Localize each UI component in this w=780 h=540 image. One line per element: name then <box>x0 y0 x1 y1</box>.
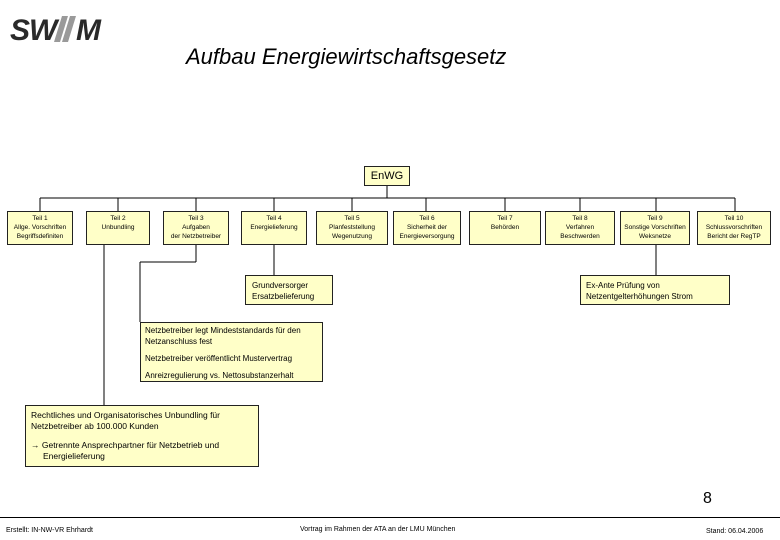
unbundling-line-3: → Getrennte Ansprechpartner für Netzbetr… <box>31 440 220 450</box>
enwg-root-node: EnWG <box>364 166 410 186</box>
page-number: 8 <box>703 490 712 507</box>
part-10-number: Teil 10 <box>724 215 744 222</box>
netzbetreiber-line-4: Anreizregulierung vs. Nettosubstanzerhal… <box>145 371 294 380</box>
page-title: Aufbau Energiewirtschaftsgesetz <box>186 44 507 69</box>
part-8-title: Verfahren <box>565 224 595 231</box>
grundversorger-line-1: Grundversorger <box>252 281 309 290</box>
svg-text:M: M <box>76 14 102 44</box>
part-4-node: Teil 4 Energielieferung <box>241 211 307 245</box>
part-9-number: Teil 9 <box>647 215 663 222</box>
part-2-node: Teil 2 Unbundling <box>86 211 150 245</box>
part-3-title: Aufgaben <box>182 224 210 231</box>
part-4-title: Energielieferung <box>250 224 298 231</box>
part-7-title: Behörden <box>490 224 520 231</box>
part-7-number: Teil 7 <box>497 215 513 222</box>
exante-note: Ex-Ante Prüfung von Netzentgelterhöhunge… <box>580 275 730 305</box>
part-8-node: Teil 8 Verfahren Beschwerden <box>545 211 615 245</box>
netzbetreiber-line-1: Netzbetreiber legt Mindeststandards für … <box>145 326 301 335</box>
footer-center: Vortrag im Rahmen der ATA an der LMU Mün… <box>300 526 456 533</box>
part-6-number: Teil 6 <box>419 215 435 222</box>
part-1-subtitle: Begriffsdefiniten <box>16 233 64 240</box>
part-5-title: Planfeststellung <box>329 224 375 231</box>
part-1-title: Allge. Vorschriften <box>13 224 67 231</box>
exante-line-2: Netzentgelterhöhungen Strom <box>586 292 693 301</box>
footer-date: Stand: 06.04.2006 <box>706 528 764 535</box>
part-3-number: Teil 3 <box>188 215 204 222</box>
part-5-subtitle: Wegenutzung <box>332 233 372 240</box>
grundversorger-note: Grundversorger Ersatzbelieferung <box>245 275 333 305</box>
exante-line-1: Ex-Ante Prüfung von <box>586 281 660 290</box>
swm-logo: SW M <box>10 14 102 44</box>
unbundling-note: Rechtliches und Organisatorisches Unbund… <box>25 405 259 467</box>
part-9-subtitle: Weksnetze <box>638 233 672 240</box>
part-10-node: Teil 10 Schlussvorschriften Bericht der … <box>697 211 771 245</box>
part-2-number: Teil 2 <box>110 215 126 222</box>
part-10-subtitle: Bericht der RegTP <box>707 233 761 240</box>
unbundling-line-4: Energielieferung <box>43 451 105 461</box>
part-1-number: Teil 1 <box>32 215 48 222</box>
part-8-subtitle: Beschwerden <box>560 233 600 240</box>
part-5-node: Teil 5 Planfeststellung Wegenutzung <box>316 211 388 245</box>
part-6-title: Sicherheit der <box>406 224 448 231</box>
netzbetreiber-note: Netzbetreiber legt Mindeststandards für … <box>140 322 323 382</box>
netzbetreiber-line-2: Netzanschluss fest <box>145 337 213 346</box>
netzbetreiber-line-3: Netzbetreiber veröffentlicht Mustervertr… <box>145 354 293 363</box>
part-4-number: Teil 4 <box>266 215 282 222</box>
svg-text:SW: SW <box>10 14 60 44</box>
part-3-node: Teil 3 Aufgaben der Netzbetreiber <box>163 211 229 245</box>
part-8-number: Teil 8 <box>572 215 588 222</box>
part-7-node: Teil 7 Behörden <box>469 211 541 245</box>
footer-divider <box>0 517 780 518</box>
part-9-title: Sonstige Vorschriften <box>624 224 686 231</box>
part-9-node: Teil 9 Sonstige Vorschriften Weksnetze <box>620 211 690 245</box>
part-5-number: Teil 5 <box>344 215 360 222</box>
part-10-title: Schlussvorschriften <box>705 224 763 231</box>
unbundling-line-2: Netzbetreiber ab 100.000 Kunden <box>31 421 159 431</box>
part-2-title: Unbundling <box>101 224 135 231</box>
footer-author: Erstellt: IN-NW-VR Ehrhardt <box>6 527 93 534</box>
part-3-subtitle: der Netzbetreiber <box>170 233 222 240</box>
grundversorger-line-2: Ersatzbelieferung <box>252 292 315 301</box>
unbundling-line-1: Rechtliches und Organisatorisches Unbund… <box>31 410 220 420</box>
part-6-subtitle: Energieversorgung <box>399 233 455 240</box>
part-6-node: Teil 6 Sicherheit der Energieversorgung <box>393 211 461 245</box>
part-1-node: Teil 1 Allge. Vorschriften Begriffsdefin… <box>7 211 73 245</box>
